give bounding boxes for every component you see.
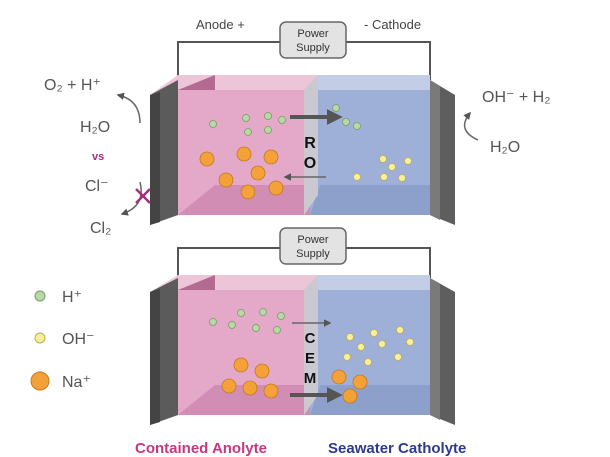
na-ion [254,363,270,379]
top-power-supply-line2: Supply [296,42,330,54]
h-ion [237,309,245,317]
h-ion [353,122,361,130]
bottom-power-supply-box [279,227,347,265]
cathode-label: - Cathode [364,17,421,32]
bottom-anode-electrode-side [150,289,160,425]
bottom-power-supply-line1: Power [297,234,329,246]
top-catholyte-floor [310,185,430,215]
o2-curved-arrow [116,92,141,124]
bottom-catholyte-top-face [310,275,430,292]
na-ion [218,172,234,188]
bottom-cell: Power Supply C E M [150,227,455,425]
oh-ion [364,358,372,366]
oh-ion [396,326,404,334]
legend-oh-ion-icon [34,332,46,344]
oh-ion [370,329,378,337]
legend-oh-ion-label: OH⁻ [62,331,94,348]
h-ion [264,126,272,134]
h-ion [273,326,281,334]
cathode-reactions: OH⁻ + H₂ H₂O [463,89,550,156]
oh-ion [353,173,361,181]
top-membrane-letter-r: R [304,135,316,152]
top-cell: Power Supply Anode + - Cathode R O [150,17,455,225]
h-ion [228,321,236,329]
top-anode-wire [177,41,280,80]
na-ion [263,149,279,165]
h-ion [209,120,217,128]
bottom-membrane-letter-e: E [305,350,315,367]
bottom-membrane-letter-c: C [305,330,316,347]
legend-na-ion-label: Na⁺ [62,374,91,391]
na-ion [342,388,358,404]
top-power-supply-box [279,21,347,59]
ion-legend: H⁺ OH⁻ Na⁺ [30,289,94,391]
na-ion [331,369,347,385]
na-ion [233,357,249,373]
h-ion [244,128,252,136]
na-ion [240,184,256,200]
vs-label: vs [92,151,104,163]
bottom-cathode-electrode-side [430,278,440,420]
bottom-catholyte-floor [310,385,430,415]
na-ion [263,383,279,399]
bottom-cathode-wire [346,247,431,278]
oh-curved-arrow [463,111,479,141]
na-ion [250,165,266,181]
oh-ion [406,338,414,346]
na-ion [352,374,368,390]
oh-ion [398,174,406,182]
seawater-catholyte-label: Seawater Catholyte [328,440,467,457]
top-anode-electrode-side [150,92,160,225]
oh-h2-product: OH⁻ + H₂ [482,89,550,106]
h-ion [259,308,267,316]
top-membrane [304,75,318,215]
oh-ion [346,333,354,341]
h-ion [264,112,272,120]
h2o-reactant-left: H₂O [80,119,110,136]
oh-ion [379,155,387,163]
h-ion [277,312,285,320]
na-ion [221,378,237,394]
anode-label: Anode + [196,17,245,32]
oh-ion [380,173,388,181]
legend-na-ion-icon [30,371,50,391]
oh-ion [388,163,396,171]
na-ion [236,146,252,162]
top-power-supply-line1: Power [297,28,329,40]
oh-ion [357,343,365,351]
cl-minus-reactant: Cl⁻ [85,178,109,195]
bottom-membrane [304,275,318,415]
oh-ion [394,353,402,361]
bottom-anode-wire [177,247,280,278]
oh-ion [378,340,386,348]
na-ion [268,180,284,196]
h-ion [342,118,350,126]
top-cathode-wire [346,41,431,80]
h-ion [252,324,260,332]
legend-h-ion-label: H⁺ [62,289,82,306]
anode-reactions: O₂ + H⁺ H₂O vs Cl⁻ Cl₂ [44,77,151,237]
h-ion [332,104,340,112]
contained-anolyte-label: Contained Anolyte [135,440,267,457]
blocked-cross-icon [135,188,151,204]
h-ion [278,116,286,124]
na-ion [242,380,258,396]
bottom-membrane-letter-m: M [304,370,317,387]
cl-curved-arrow [120,181,142,216]
h-ion [242,114,250,122]
h2o-reactant-right: H₂O [490,139,520,156]
na-ion [199,151,215,167]
cl2-product: Cl₂ [90,220,111,237]
oh-ion [343,353,351,361]
o2-h-product: O₂ + H⁺ [44,77,101,94]
top-cathode-electrode-side [430,80,440,220]
h-ion [209,318,217,326]
bottom-power-supply-line2: Supply [296,248,330,260]
oh-ion [404,157,412,165]
top-membrane-letter-o: O [304,155,316,172]
legend-h-ion-icon [34,290,46,302]
